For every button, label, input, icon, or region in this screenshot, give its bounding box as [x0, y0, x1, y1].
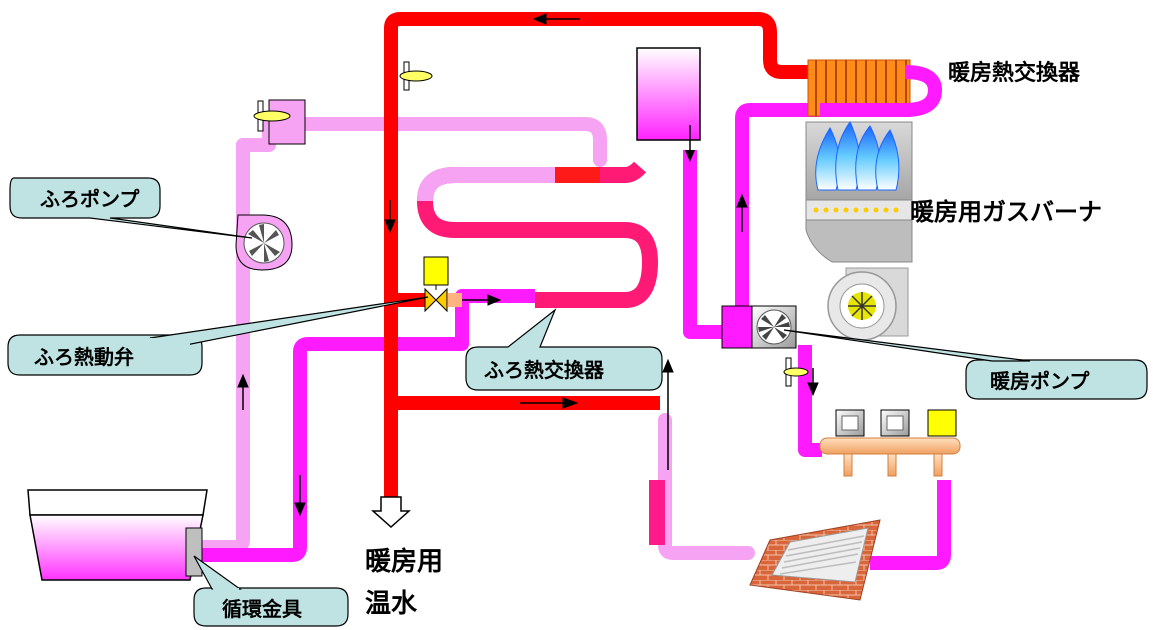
heat-exchanger-fins: [807, 59, 943, 117]
expansion-tank: [636, 47, 701, 141]
callout-circulation-fitting: 循環金具: [193, 555, 349, 627]
floor-heating-panel: [749, 519, 881, 601]
heating-heat-exchanger-label: 暖房熱交換器: [948, 60, 1081, 86]
valve-icon: [399, 61, 433, 91]
flow-arrow-icon: [237, 13, 819, 517]
callout-heating-pump: 暖房ポンプ: [783, 329, 1148, 400]
distribution-manifold: [819, 409, 961, 477]
valve-icon: [253, 100, 291, 132]
blower-fan-icon: [827, 267, 909, 341]
bathtub: [27, 489, 208, 581]
bath-heat-exchanger-coil: [416, 161, 659, 308]
gas-burner: [805, 121, 913, 263]
callout-bath-pump: ふろポンプ: [9, 177, 253, 239]
bath-pump-label: ふろポンプ: [40, 187, 140, 211]
callout-bath-thermal-valve: ふろ熱動弁: [7, 296, 429, 376]
heating-hot-water-label-1: 暖房用: [365, 547, 443, 577]
bath-thermal-valve-label: ふろ熱動弁: [34, 345, 134, 369]
heating-circuit-pipes: [200, 103, 951, 570]
bath-pump-icon: [235, 214, 293, 271]
bath-return-pipes: [193, 113, 755, 560]
flow-arrow-icon: [685, 125, 695, 162]
heating-pump-label: 暖房ポンプ: [990, 369, 1090, 393]
valve-icon: [783, 357, 809, 387]
circulation-fitting-label: 循環金具: [222, 597, 302, 621]
callout-bath-heat-exchanger: ふろ熱交換器: [465, 308, 663, 391]
bath-thermal-valve-icon: [423, 256, 462, 313]
heating-hot-water-label-2: 温水: [365, 589, 418, 619]
heating-pump-icon: [721, 305, 797, 349]
bath-heat-exchanger-label: ふろ熱交換器: [484, 358, 605, 382]
bath-outlet-box: [268, 99, 306, 145]
heating-gas-burner-label: 暖房用ガスバーナ: [910, 198, 1102, 226]
outlet-arrow-icon: [371, 496, 411, 529]
